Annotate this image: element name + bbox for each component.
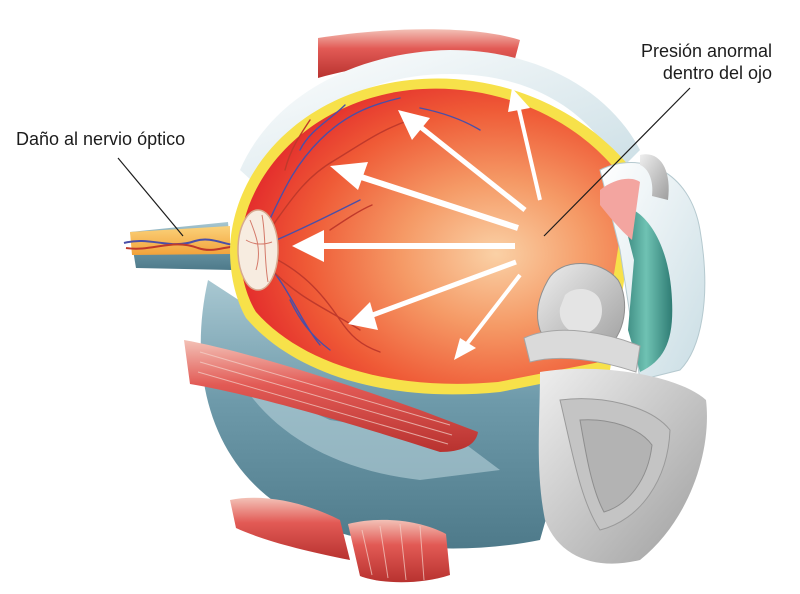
leader-line-pressure [543,87,691,237]
arrow-down [454,273,522,360]
label-abnormal-pressure-line2: dentro del ojo [662,63,772,83]
ciliary-body [600,178,640,240]
muscle-lower-left-striations [197,351,453,445]
arrow-up [508,88,542,201]
muscle-lower-left [184,340,478,452]
retinal-vessels [261,97,481,353]
lower-eye-inner-ring [579,419,653,513]
lens-core [559,288,602,334]
arrow-left-upper [330,162,519,231]
optic-disc-vessels [245,214,273,283]
iris [620,205,673,372]
arrow-left [292,230,515,262]
sclera-shell [240,50,640,190]
muscle-bottom-left [230,497,350,560]
leader-line-nerve [117,157,184,237]
muscle-bottom-center [348,519,450,583]
lens-holder [523,329,641,373]
arrow-upper-left [398,110,527,212]
label-abnormal-pressure: Presión anormal dentro del ojo [641,40,772,84]
label-abnormal-pressure-line1: Presión anormal [640,41,772,61]
arrow-lower-left [348,259,517,330]
eyelid-upper [640,154,669,200]
pressure-arrows [292,88,542,360]
muscle-bottom-striations [361,523,425,581]
label-optic-nerve-damage: Daño al nervio óptico [16,129,186,149]
